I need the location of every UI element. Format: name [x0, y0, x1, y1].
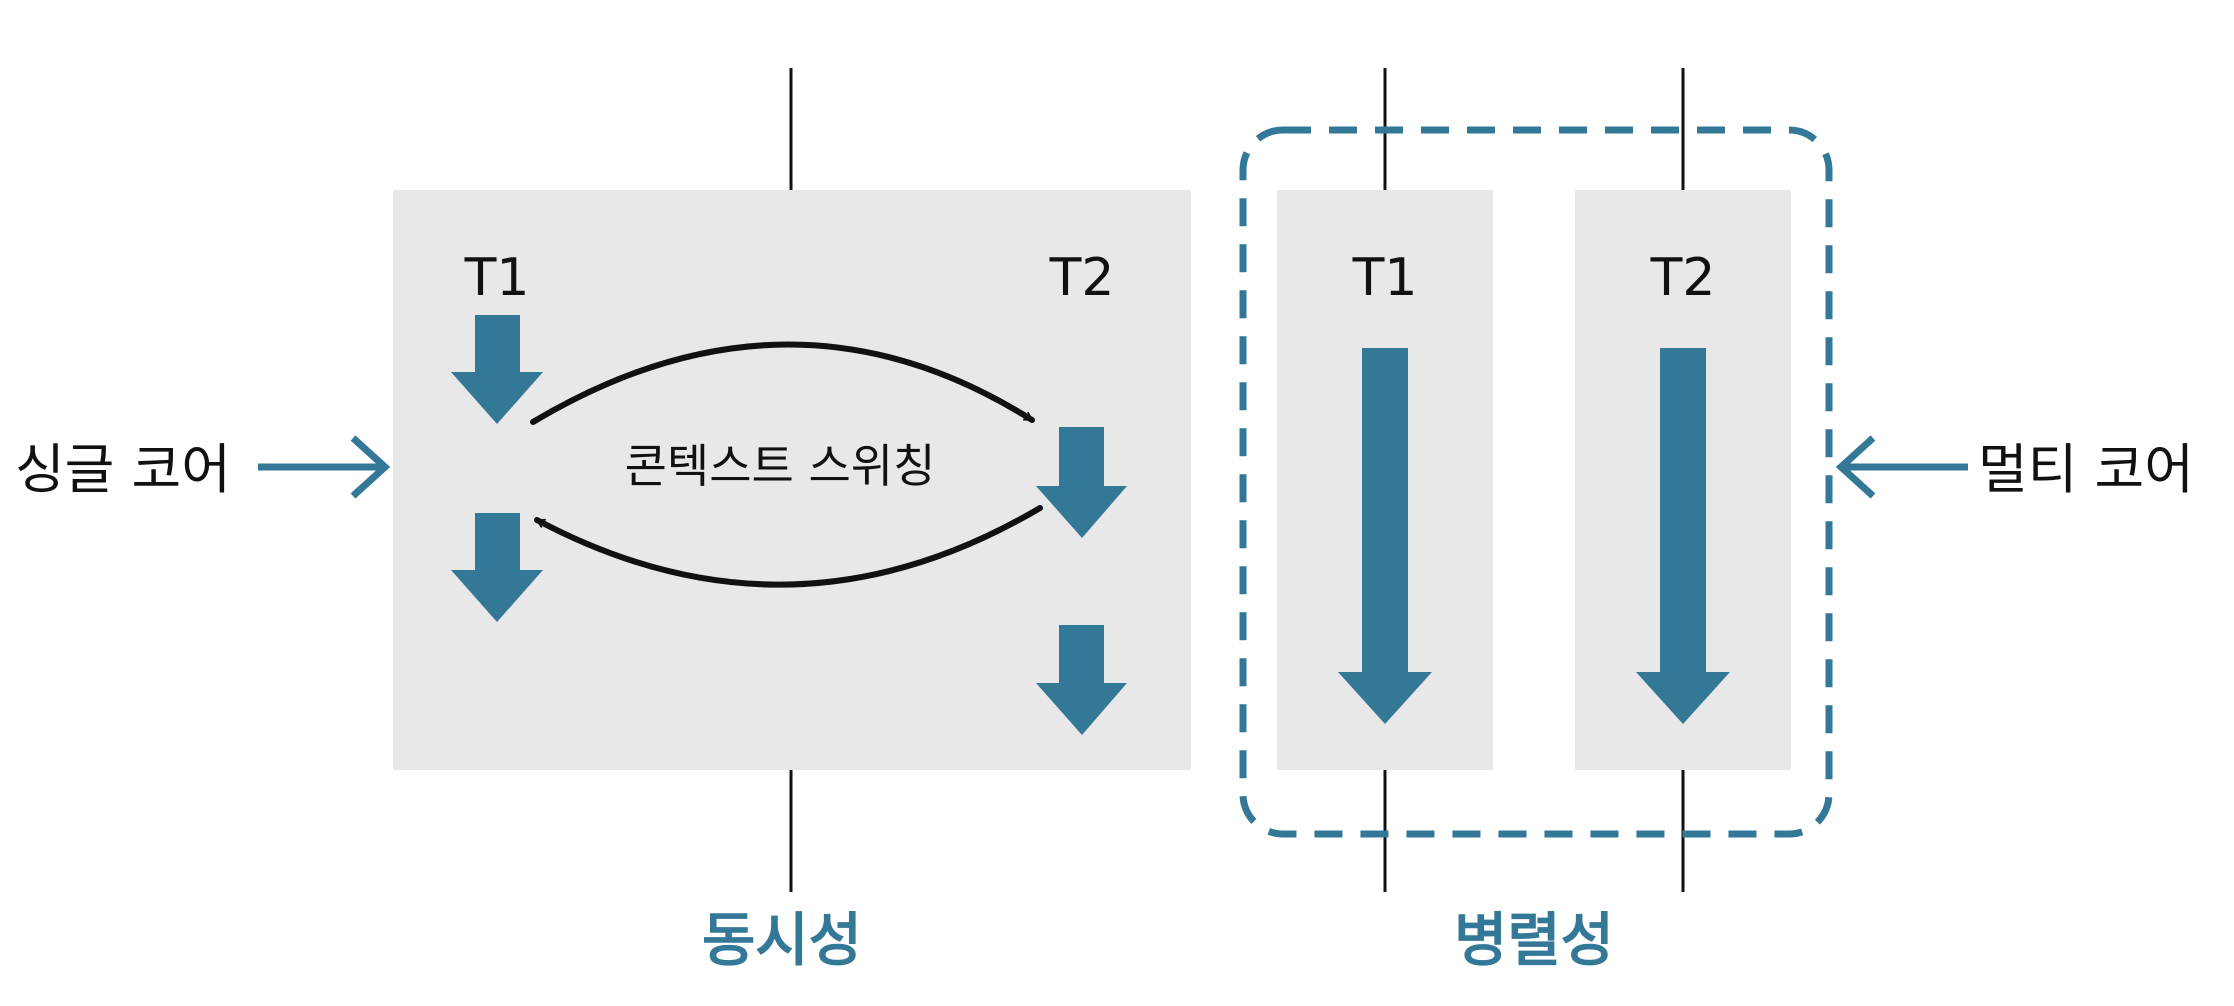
thread2-label: T2 [1049, 248, 1115, 308]
down-arrow-icon [1036, 427, 1127, 538]
multi-core-label: 멀티 코어 [1978, 438, 2194, 501]
thread2-label: T2 [1650, 248, 1716, 308]
context-switch-label: 콘텍스트 스위칭 [625, 439, 936, 493]
thread1-label: T1 [1352, 248, 1418, 308]
parallelism-section: T1 T2 병렬성 [1239, 68, 1833, 974]
right-arrow-icon [350, 435, 391, 499]
single-core-label: 싱글 코어 [15, 438, 231, 501]
curved-arrow-icon [530, 341, 1035, 425]
concurrency-section: T1 T2 콘텍스트 스위칭 동시성 [393, 68, 1191, 974]
concurrency-caption: 동시성 [702, 906, 862, 974]
down-arrow-icon [1338, 348, 1432, 724]
multi-core-boundary [1239, 126, 1833, 838]
parallelism-caption: 병렬성 [1454, 906, 1614, 974]
down-arrow-icon [1036, 625, 1127, 735]
down-arrow-icon [451, 513, 543, 622]
single-core-pointer: 싱글 코어 [15, 435, 391, 501]
multi-core-pointer: 멀티 코어 [1835, 435, 2194, 501]
down-arrow-icon [451, 315, 543, 424]
curved-arrow-icon [534, 505, 1043, 588]
down-arrow-icon [1636, 348, 1730, 724]
thread1-label: T1 [464, 248, 530, 308]
left-arrow-icon [1835, 435, 1876, 499]
single-core-panel [393, 190, 1191, 770]
